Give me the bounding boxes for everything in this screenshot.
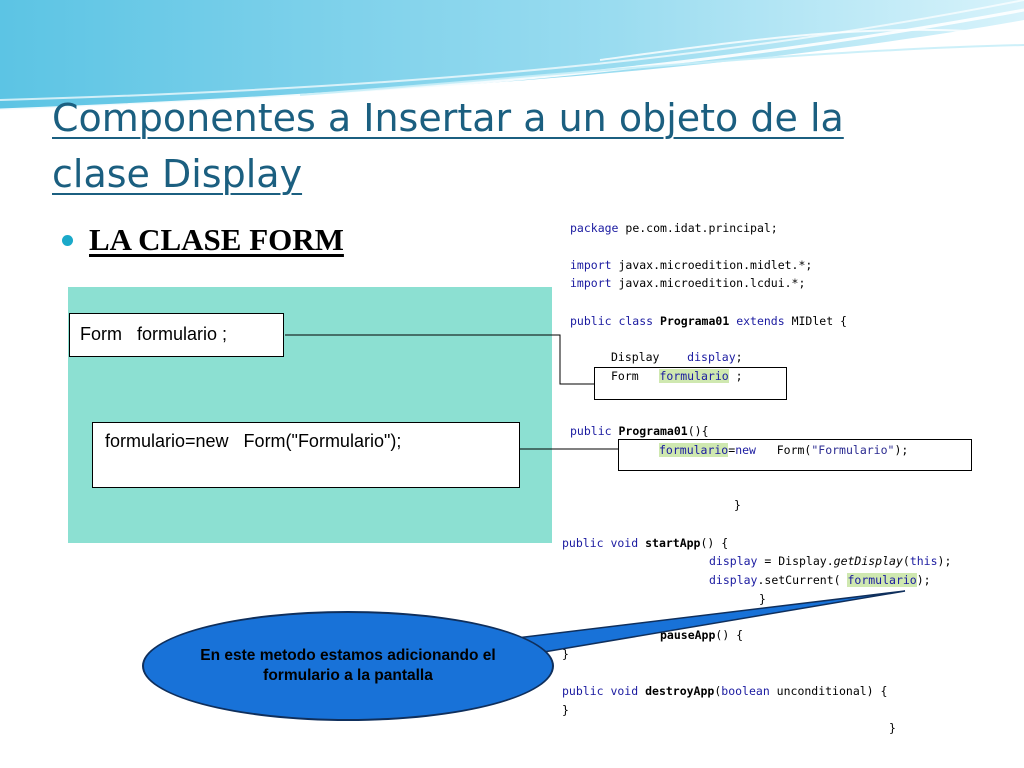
code-brace: } [889, 721, 896, 735]
code-method-name: Programa01 [618, 424, 688, 438]
code-text: javax.microedition.lcdui.*; [611, 276, 806, 290]
code-text: .setCurrent( [757, 573, 848, 587]
code-field: display [709, 573, 758, 587]
code-line-destroyapp: public void destroyApp(boolean unconditi… [562, 684, 887, 699]
code-keyword: import [570, 276, 612, 290]
code-keyword: package [570, 221, 619, 235]
code-brace: } [734, 498, 741, 512]
code-field-highlighted: formulario [659, 443, 729, 457]
code-text: ; [728, 369, 743, 383]
code-method-name: pauseApp [660, 628, 716, 642]
code-text: () { [700, 536, 729, 550]
code-text: ( [902, 554, 910, 568]
code-keyword: new [735, 443, 756, 457]
code-operator: = [728, 443, 736, 457]
code-keyword: import [570, 258, 612, 272]
header-wave-decoration [0, 0, 1024, 112]
code-brace: } [562, 703, 569, 717]
code-method-call: getDisplay [833, 554, 903, 568]
code-line-pauseapp: pauseApp() { [660, 628, 743, 643]
code-keyword: public class [570, 314, 661, 328]
code-line-form-new: formulario=new Form("Formulario"); [659, 443, 908, 458]
code-brace: } [759, 592, 766, 606]
code-line-import-lcdui: import javax.microedition.lcdui.*; [570, 276, 805, 291]
bullet-dot-icon [62, 234, 73, 246]
code-panel: package pe.com.idat.principal; import ja… [556, 210, 1018, 755]
code-text: (){ [687, 424, 709, 438]
code-class-name: Programa01 [660, 314, 730, 328]
code-line-setcurrent: display.setCurrent( formulario); [709, 573, 931, 588]
code-brace: } [562, 647, 569, 661]
code-field-highlighted: formulario [847, 573, 917, 587]
code-highlight-box-instantiation [618, 439, 972, 471]
code-text: = Display. [757, 554, 834, 568]
bullet-item: LA CLASE FORM [62, 222, 344, 258]
code-line-getdisplay: display = Display.getDisplay(this); [709, 554, 951, 569]
code-line-display-field: Display display; [611, 350, 743, 365]
code-text: javax.microedition.midlet.*; [611, 258, 813, 272]
code-text: ( [714, 684, 722, 698]
code-text: ); [894, 443, 909, 457]
code-text: ); [916, 573, 931, 587]
code-field: display [687, 350, 736, 364]
code-method-name: destroyApp [645, 684, 715, 698]
code-line-import-midlet: import javax.microedition.midlet.*; [570, 258, 812, 273]
code-keyword: boolean [721, 684, 770, 698]
bullet-text: LA CLASE FORM [89, 222, 344, 257]
callout-bubble: En este metodo estamos adicionando el fo… [142, 611, 554, 721]
code-type: Form [611, 369, 660, 383]
instantiation-box: formulario=new Form("Formulario"); [92, 422, 520, 488]
code-line-form-field: Form formulario ; [611, 369, 743, 384]
code-keyword: public void [562, 536, 646, 550]
code-line-package: package pe.com.idat.principal; [570, 221, 778, 236]
code-highlight-box-declaration [594, 367, 787, 400]
code-type: Display [611, 350, 688, 364]
code-keyword: public [570, 424, 619, 438]
code-field: display [709, 554, 758, 568]
code-string: "Formulario" [811, 443, 895, 457]
code-line-constructor: public Programa01(){ [570, 424, 709, 439]
code-text: Form( [755, 443, 812, 457]
code-keyword: this [909, 554, 938, 568]
code-text: ; [735, 350, 743, 364]
code-text: () { [715, 628, 744, 642]
declaration-box: Form formulario ; [69, 313, 284, 357]
code-method-name: startApp [645, 536, 701, 550]
code-text: pe.com.idat.principal; [618, 221, 778, 235]
code-keyword: extends [729, 314, 785, 328]
code-text: ); [937, 554, 952, 568]
code-text: unconditional) { [769, 684, 888, 698]
code-text: MIDlet { [784, 314, 847, 328]
slide-title: Componentes a Insertar a un objeto de la… [52, 96, 844, 196]
code-keyword: public void [562, 684, 646, 698]
code-field-highlighted: formulario [659, 369, 729, 383]
code-line-class-decl: public class Programa01 extends MIDlet { [570, 314, 847, 329]
code-line-startapp: public void startApp() { [562, 536, 728, 551]
